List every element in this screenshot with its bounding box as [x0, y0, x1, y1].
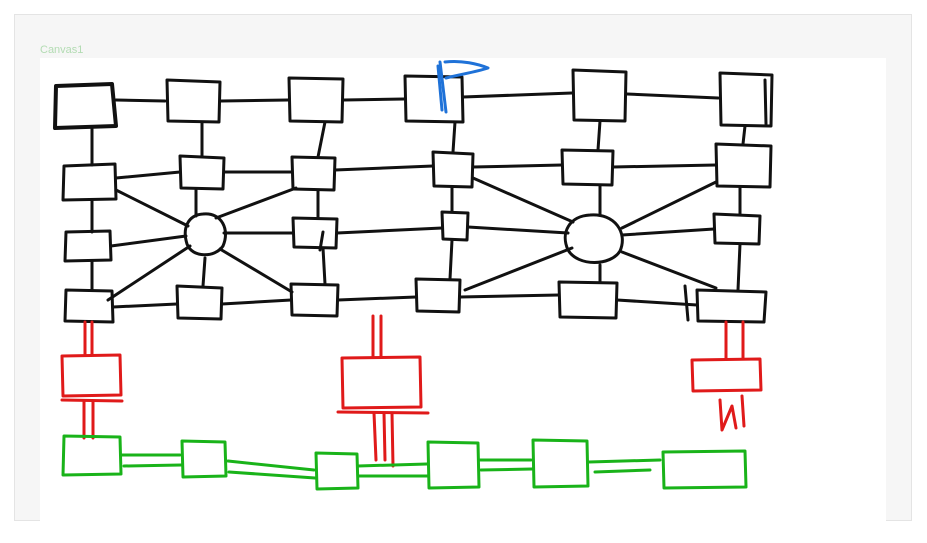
green-box-2 [180, 439, 228, 479]
top-row [53, 68, 774, 130]
box-r2-6 [714, 142, 773, 189]
box-top-4 [403, 74, 465, 124]
box-r4-4 [414, 277, 462, 314]
green-box-3 [314, 451, 360, 491]
red-box-1 [60, 353, 123, 398]
box-r3-1 [63, 229, 113, 263]
box-top-3 [287, 76, 345, 124]
hub-circle-left [183, 212, 227, 257]
green-box-5 [531, 438, 590, 489]
box-top-5 [571, 68, 628, 123]
flag-icon [436, 60, 490, 114]
green-box-6 [661, 449, 748, 490]
box-top-6 [718, 71, 774, 128]
hub-circle-right [563, 213, 624, 264]
box-r4-1 [63, 288, 115, 324]
red-box-3 [690, 357, 763, 393]
box-r4-3 [289, 282, 340, 318]
box-r4-2 [175, 284, 224, 321]
green-layer [61, 434, 748, 491]
box-r2-1 [61, 162, 118, 202]
green-box-4 [426, 440, 481, 490]
box-r2-2 [178, 154, 226, 191]
box-r2-5 [560, 148, 615, 187]
box-r4-5 [557, 280, 619, 320]
row-2 [61, 119, 773, 202]
red-box-2 [340, 355, 423, 410]
row-4 [63, 238, 768, 324]
box-r3-4 [440, 210, 470, 242]
row-3 [63, 176, 762, 302]
box-top-1 [53, 82, 118, 130]
box-r2-3 [290, 155, 337, 192]
box-r3-6 [712, 212, 762, 246]
box-top-2 [165, 78, 222, 124]
box-r3-3 [291, 216, 339, 250]
canvas-title: Canvas1 [40, 42, 886, 58]
box-r4-6 [695, 288, 768, 324]
box-r2-4 [431, 150, 475, 189]
green-box-1 [61, 434, 123, 477]
red-layer [60, 314, 763, 468]
